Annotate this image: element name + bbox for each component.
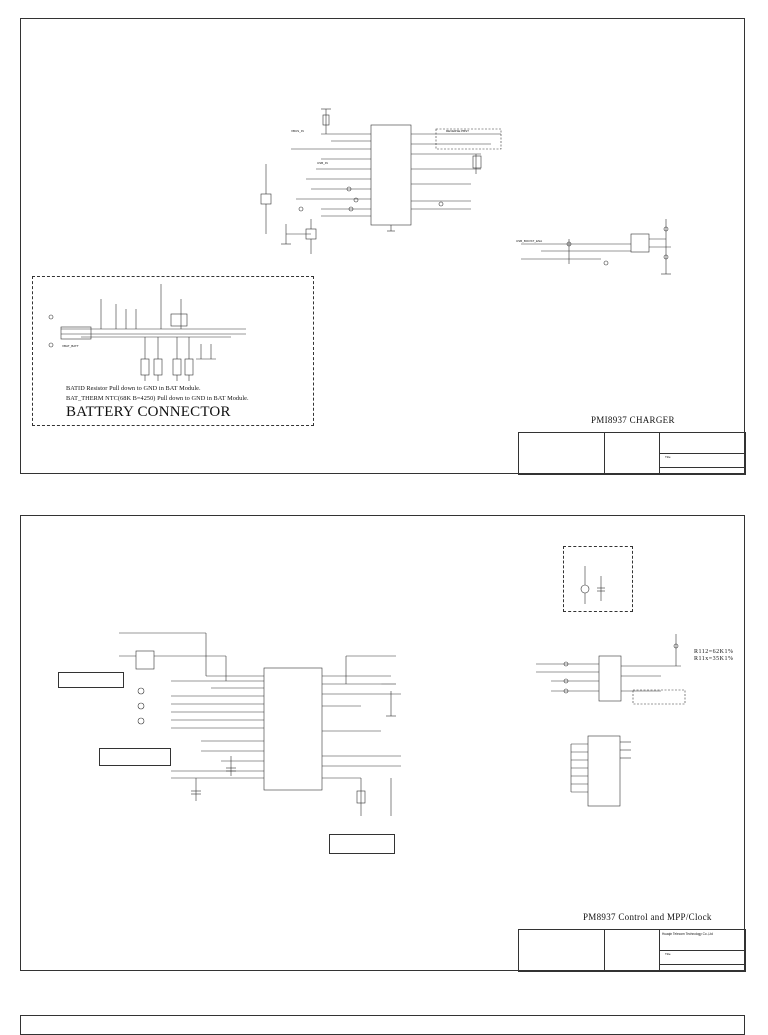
net-label: USB_IN <box>317 161 328 165</box>
schematic-sheet-charger: VBUS_IN REVERSE PBST USB_IN USB_BOOST_EN… <box>20 18 746 475</box>
sheet-title: PMI8937 CHARGER <box>591 415 675 425</box>
resistor-note-1: R112=62K1% <box>694 649 734 655</box>
title-label: Title <box>665 455 671 459</box>
net-label: USB_BOOST_ENA <box>516 239 543 243</box>
battery-connector-block: BATID Resistor Pull down to GND in BAT M… <box>32 276 314 426</box>
schematic-sheet-next <box>20 1015 745 1035</box>
bat-therm-note: BAT_THERM NTC(68K B=4250) Pull down to G… <box>66 395 249 402</box>
control-schematic-drawing <box>119 566 686 816</box>
company-name: Huaqin Telecom Technology Co.,Ltd <box>662 932 713 936</box>
battery-connector-title: BATTERY CONNECTOR <box>66 404 231 420</box>
sheet-title: PM8937 Control and MPP/Clock <box>583 912 712 922</box>
charger-schematic-drawing <box>48 108 671 381</box>
net-label: VBAT_BATT <box>62 344 79 348</box>
note-box <box>329 834 395 854</box>
pmic-ic <box>263 667 323 791</box>
title-block: Huaqin Telecom Technology Co.,Ltd Title <box>518 929 746 972</box>
note-box <box>58 672 124 688</box>
batid-note: BATID Resistor Pull down to GND in BAT M… <box>66 385 201 392</box>
net-label: REVERSE PBST <box>446 129 470 133</box>
net-label: VBUS_IN <box>291 129 304 133</box>
schematic-sheet-control: R112=62K1% R11x=35K1% PM8937 Control and… <box>20 515 746 972</box>
title-block: Title <box>518 432 746 475</box>
note-box <box>99 748 171 766</box>
title-label: Title <box>665 952 671 956</box>
oscillator-block <box>563 546 633 612</box>
resistor-note-2: R11x=35K1% <box>694 656 734 662</box>
charger-ic <box>370 124 412 226</box>
